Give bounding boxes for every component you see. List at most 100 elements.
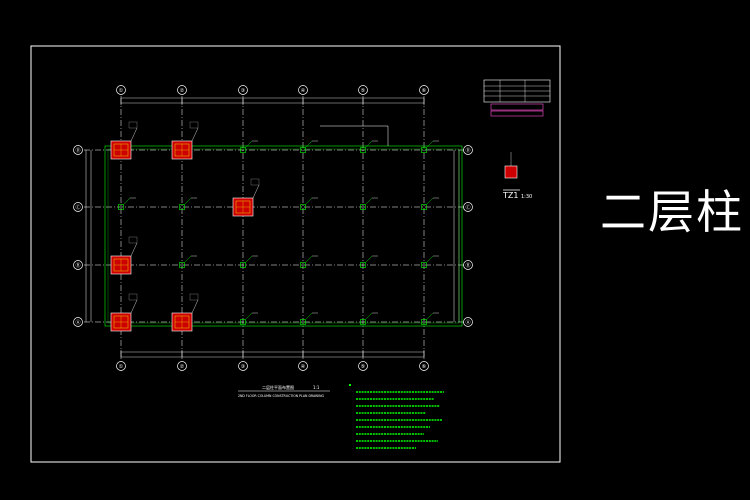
column-marker [300, 204, 306, 210]
grid-bubble-x-label: ① [119, 88, 124, 94]
column-marker [240, 147, 246, 153]
column-marker [179, 262, 185, 268]
grid-bubble-x [177, 85, 187, 95]
column-marker-leader [123, 197, 131, 205]
schedule-note-box [490, 103, 544, 111]
column-marker [421, 262, 427, 268]
column-leader [130, 127, 138, 142]
column-marker-leader [245, 312, 253, 320]
grid-bubble-y [463, 202, 473, 212]
grid-bubble-x-label: ② [180, 364, 185, 370]
column-marker-leader [245, 140, 253, 148]
column-leader [191, 299, 199, 314]
plan-title: 二层柱平面布置图 [262, 384, 294, 390]
plan-scale: 1:1 [313, 385, 320, 390]
tz1-scale: 1:30 [521, 194, 532, 200]
column-marker-leader [365, 255, 373, 263]
column-marker-leader [426, 312, 434, 320]
grid-bubble-x-label: ② [180, 88, 185, 94]
column-marker-leader [426, 140, 434, 148]
grid-bubble-y-label: Ⓑ [75, 262, 80, 269]
grid-bubble-x [116, 361, 126, 371]
grid-bubble-y [73, 145, 83, 155]
outer-wall-outline [104, 145, 463, 327]
design-notes [349, 384, 444, 449]
grid-bubble-x-label: ⑤ [361, 88, 365, 94]
grid-bubble-x-label: ④ [301, 364, 306, 370]
column-marker [300, 262, 306, 268]
column-marker-leader [305, 140, 313, 148]
column-marker [360, 204, 366, 210]
grid-bubble-y-label: Ⓑ [465, 262, 470, 269]
tz1-section [504, 165, 518, 179]
column-marker-leader [426, 255, 434, 263]
column-marker [179, 204, 185, 210]
grid-bubble-y [73, 317, 83, 327]
schedule-note-box [490, 110, 544, 117]
grid-bubble-x [177, 361, 187, 371]
column-marker-leader [184, 255, 192, 263]
column-marker-leader [184, 197, 192, 205]
grid-bubble-x-label: ⑤ [361, 364, 365, 370]
grid-bubble-x [419, 85, 429, 95]
grid-bubble-x [116, 85, 126, 95]
column-marker [240, 319, 246, 325]
column-marker [300, 147, 306, 153]
drawing-side-title: 二层柱 [600, 185, 744, 239]
grid-bubble-x [358, 361, 368, 371]
grid-bubble-y [73, 202, 83, 212]
grid-bubble-y [73, 260, 83, 270]
grid-bubble-y [463, 260, 473, 270]
column-marker-leader [305, 197, 313, 205]
grid-bubble-x-label: ④ [301, 88, 306, 94]
column-marker [421, 204, 427, 210]
notes-heading-mark [349, 384, 351, 386]
grid-bubble-y [463, 317, 473, 327]
grid-bubble-y [463, 145, 473, 155]
tz1-detail: TZ1 1:30 [502, 152, 532, 200]
column-marker [360, 319, 366, 325]
grid-bubble-y-label: Ⓒ [75, 204, 80, 211]
column-grid [84, 98, 466, 358]
grid-bubble-x-label: ① [119, 364, 124, 370]
column-schedule-table [483, 79, 551, 117]
grid-bubble-x [419, 361, 429, 371]
grid-bubble-x-label: ③ [241, 364, 245, 370]
column-marker-leader [245, 255, 253, 263]
column-tag [128, 236, 138, 244]
grid-bubble-x-label: ⑥ [422, 88, 427, 94]
inner-wall-outline [107, 148, 460, 324]
column-leader [252, 184, 260, 199]
drawing-frame [30, 45, 561, 463]
grid-bubble-x [298, 361, 308, 371]
grid-bubble-y-label: Ⓓ [465, 147, 470, 154]
plan-title-block: 二层柱平面布置图 1:1 2ND FLOOR COLUMN CONSTRUCTI… [238, 384, 330, 398]
grid-bubble-x [238, 85, 248, 95]
column-tag [189, 293, 199, 301]
grid-bubble-x-label: ⑥ [422, 364, 427, 370]
column-marker [360, 262, 366, 268]
column-marker [360, 147, 366, 153]
grid-bubble-y-label: Ⓒ [465, 204, 470, 211]
column-markers [110, 121, 439, 332]
column-marker [118, 204, 124, 210]
column-marker-leader [305, 312, 313, 320]
column-marker [421, 147, 427, 153]
column-leader [130, 242, 138, 257]
column-marker-leader [365, 197, 373, 205]
tz1-label: TZ1 [502, 191, 518, 200]
column-tag [128, 293, 138, 301]
column-marker [421, 319, 427, 325]
plan-subtitle: 2ND FLOOR COLUMN CONSTRUCTION PLAN DRAWI… [238, 394, 324, 398]
column-marker-leader [365, 140, 373, 148]
grid-bubble-y-label: Ⓐ [75, 319, 80, 326]
grid-bubble-x-label: ③ [241, 88, 245, 94]
grid-bubble-x [298, 85, 308, 95]
column-leader [130, 299, 138, 314]
column-marker [300, 319, 306, 325]
column-marker-leader [426, 197, 434, 205]
grid-bubble-x [358, 85, 368, 95]
